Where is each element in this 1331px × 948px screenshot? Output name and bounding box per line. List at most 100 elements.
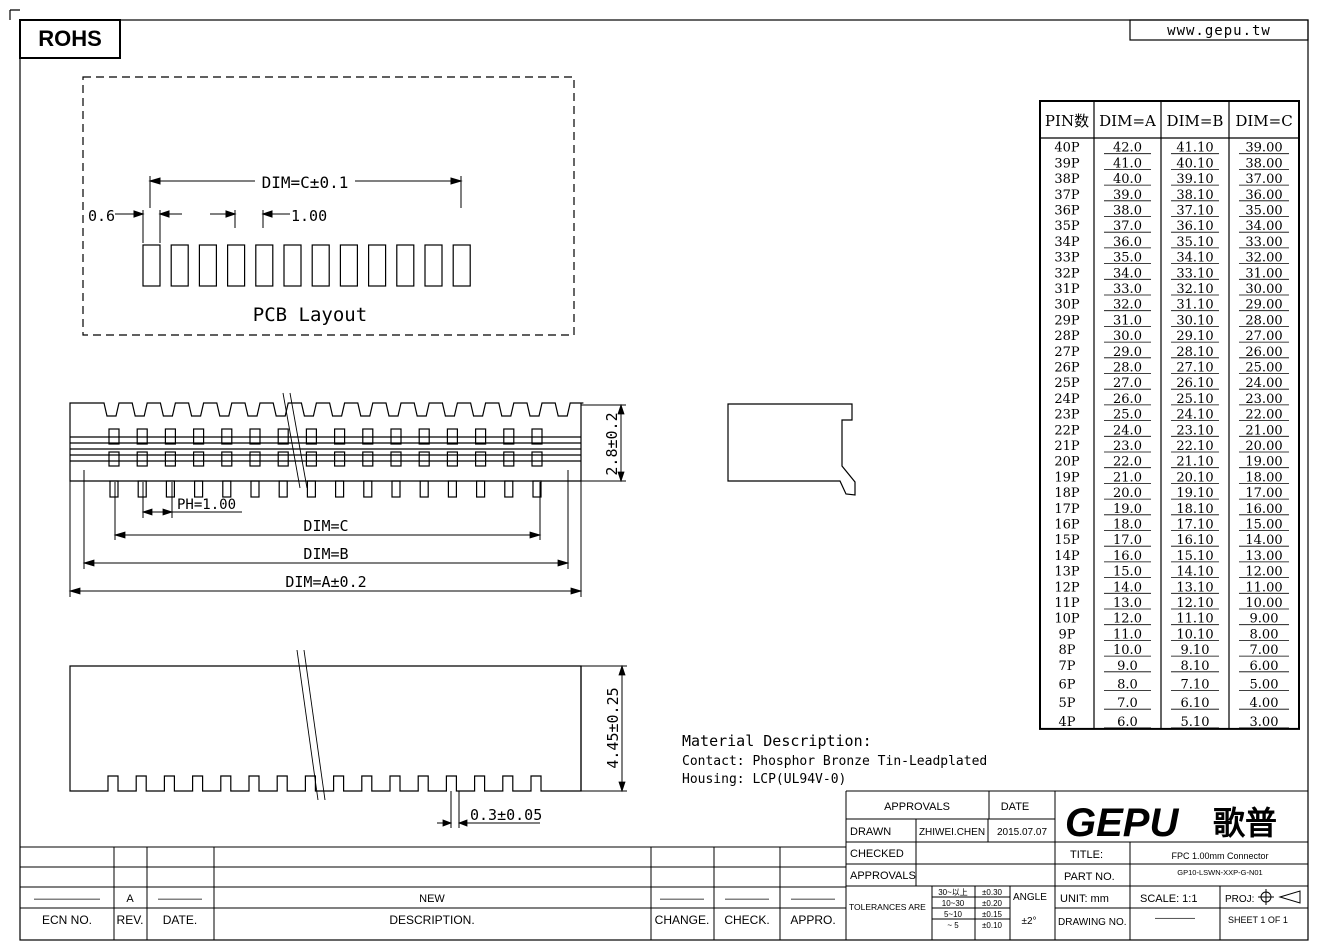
pcb-pad bbox=[255, 244, 274, 287]
side-view bbox=[727, 403, 856, 496]
table-cell: 40P bbox=[1054, 141, 1080, 156]
rev-value: —————— bbox=[34, 893, 100, 905]
pcb-pad-width: 0.6 bbox=[88, 207, 115, 225]
table-cell: 39.00 bbox=[1245, 141, 1282, 156]
contact-pin bbox=[137, 480, 147, 498]
table-cell: 16.0 bbox=[1113, 549, 1142, 564]
drawing-no-value: ———— bbox=[1155, 913, 1195, 924]
rev-value: NEW bbox=[419, 893, 445, 905]
table-header: DIM=A bbox=[1099, 112, 1156, 130]
contact-pin bbox=[194, 480, 204, 498]
date-header: DATE bbox=[1001, 801, 1030, 813]
table-cell: 35P bbox=[1054, 219, 1080, 234]
table-cell: 28.0 bbox=[1113, 361, 1142, 376]
table-cell: 7.00 bbox=[1250, 643, 1279, 658]
rev-value: ———— bbox=[725, 893, 769, 905]
tolerance-value: ±0.20 bbox=[982, 899, 1003, 908]
table-cell: 23.0 bbox=[1113, 439, 1142, 454]
table-cell: 5.10 bbox=[1181, 715, 1210, 730]
tolerance-range: 5~10 bbox=[944, 910, 963, 919]
table-cell: 5P bbox=[1058, 696, 1075, 711]
table-cell: 29.00 bbox=[1245, 298, 1282, 313]
table-cell: 35.10 bbox=[1176, 235, 1213, 250]
rev-header: CHANGE. bbox=[655, 913, 710, 927]
tolerance-range: 30~以上 bbox=[938, 888, 968, 897]
table-cell: 14.10 bbox=[1176, 565, 1213, 580]
table-cell: 3.00 bbox=[1250, 715, 1279, 730]
contact-pin bbox=[504, 480, 514, 498]
table-cell: 18.0 bbox=[1113, 518, 1142, 533]
rev-value: ———— bbox=[158, 893, 202, 905]
table-cell: 21.10 bbox=[1176, 455, 1213, 470]
table-cell: 22.10 bbox=[1176, 439, 1213, 454]
table-cell: 36.0 bbox=[1113, 235, 1142, 250]
table-cell: 9.10 bbox=[1181, 643, 1210, 658]
contact-lower bbox=[362, 451, 374, 467]
table-cell: 10P bbox=[1054, 612, 1080, 627]
material-title: Material Description: bbox=[682, 732, 872, 750]
table-cell: 30.0 bbox=[1113, 329, 1142, 344]
table-cell: 5.00 bbox=[1250, 678, 1279, 693]
website-url[interactable]: www.gepu.tw bbox=[1167, 23, 1271, 39]
table-cell: 34P bbox=[1054, 235, 1080, 250]
contact-pin bbox=[222, 480, 232, 498]
pcb-pad bbox=[142, 244, 161, 287]
table-cell: 19P bbox=[1054, 470, 1080, 485]
top-view bbox=[69, 649, 627, 828]
drawn-label: DRAWN bbox=[850, 826, 891, 838]
table-cell: 17.0 bbox=[1113, 533, 1142, 548]
table-cell: 25.0 bbox=[1113, 408, 1142, 423]
table-cell: 12.0 bbox=[1113, 612, 1142, 627]
table-cell: 22.0 bbox=[1113, 455, 1142, 470]
table-cell: 15.00 bbox=[1245, 518, 1282, 533]
front-dim-a: DIM=A±0.2 bbox=[285, 573, 366, 591]
title-block-text: APPROVALS DATE DRAWN ZHIWEI.CHEN 2015.07… bbox=[849, 801, 1288, 930]
table-cell: 15.10 bbox=[1176, 549, 1213, 564]
table-cell: 16.00 bbox=[1245, 502, 1282, 517]
front-dim-c: DIM=C bbox=[303, 517, 348, 535]
contact-pin bbox=[391, 480, 401, 498]
table-cell: 39P bbox=[1054, 156, 1080, 171]
rev-value: A bbox=[126, 893, 134, 905]
table-cell: 4.00 bbox=[1250, 696, 1279, 711]
contact-pin bbox=[363, 480, 373, 498]
title-label: TITLE: bbox=[1070, 849, 1103, 861]
table-cell: 23P bbox=[1054, 408, 1080, 423]
table-cell: 28P bbox=[1054, 329, 1080, 344]
table-cell: 30P bbox=[1054, 298, 1080, 313]
table-cell: 20P bbox=[1054, 455, 1080, 470]
table-cell: 39.10 bbox=[1176, 172, 1213, 187]
table-cell: 27.0 bbox=[1113, 376, 1142, 391]
pcb-pad bbox=[198, 244, 217, 287]
rev-header: CHECK. bbox=[724, 913, 769, 927]
table-cell: 22P bbox=[1054, 423, 1080, 438]
table-cell: 13P bbox=[1054, 565, 1080, 580]
drawing-no-label: DRAWING NO. bbox=[1058, 917, 1127, 928]
tolerance-value: ±0.15 bbox=[982, 910, 1003, 919]
table-cell: 14.0 bbox=[1113, 580, 1142, 595]
contact-lower bbox=[475, 451, 487, 467]
pcb-pad bbox=[452, 244, 471, 287]
contact-pin bbox=[447, 480, 457, 498]
table-cell: 18.00 bbox=[1245, 470, 1282, 485]
contact-lower bbox=[531, 451, 543, 467]
contact-lower bbox=[418, 451, 430, 467]
rohs-box bbox=[19, 19, 121, 59]
table-cell: 33P bbox=[1054, 251, 1080, 266]
table-cell: 26.10 bbox=[1176, 376, 1213, 391]
table-cell: 21P bbox=[1054, 439, 1080, 454]
contact-pin bbox=[306, 480, 316, 498]
table-cell: 19.0 bbox=[1113, 502, 1142, 517]
contact-lower bbox=[221, 451, 233, 467]
checked-label: CHECKED bbox=[850, 848, 904, 860]
contact-pin bbox=[165, 480, 175, 498]
table-cell: 6.10 bbox=[1181, 696, 1210, 711]
table-cell: 24P bbox=[1054, 392, 1080, 407]
table-cell: 38P bbox=[1054, 172, 1080, 187]
top-slot-label: 0.3±0.05 bbox=[470, 806, 542, 824]
table-cell: 37.0 bbox=[1113, 219, 1142, 234]
table-cell: 29.10 bbox=[1176, 329, 1213, 344]
table-header: DIM=C bbox=[1235, 112, 1292, 130]
table-cell: 16P bbox=[1054, 518, 1080, 533]
table-cell: 31P bbox=[1054, 282, 1080, 297]
